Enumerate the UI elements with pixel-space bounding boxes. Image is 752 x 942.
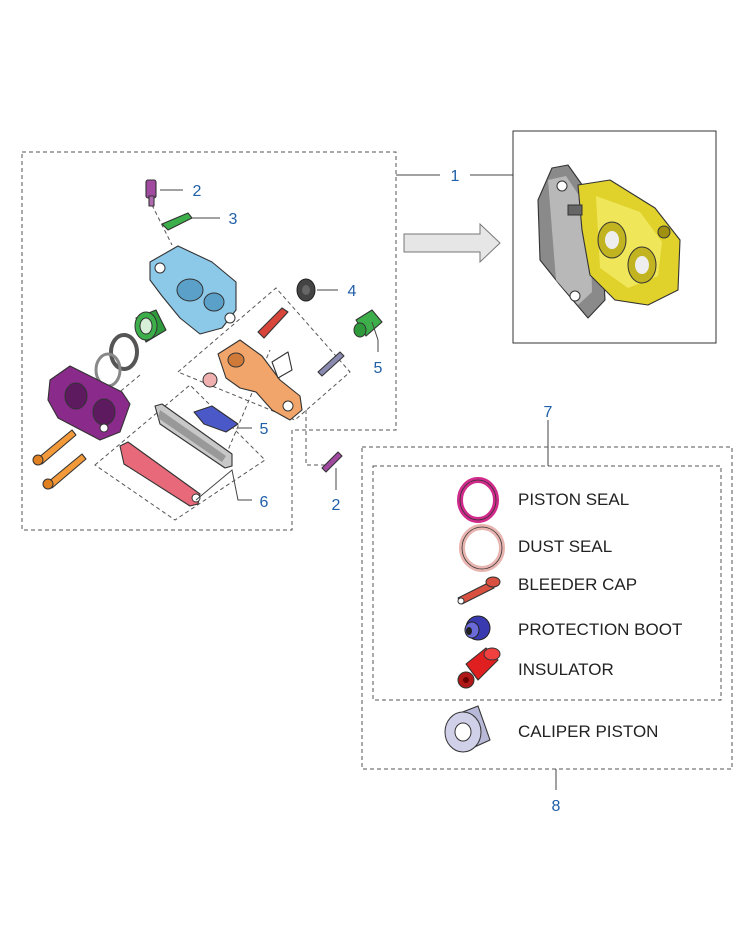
dust-seal-ring (109, 333, 139, 371)
brake-pad-inner (119, 441, 201, 507)
assembled-caliper-image (537, 164, 681, 319)
legend-piston-seal: PISTON SEAL (518, 490, 629, 509)
brake-pad-outer (154, 403, 233, 469)
bleeder-cap-part (161, 212, 193, 231)
arrow-icon (403, 222, 501, 264)
legend-caliper-piston: CALIPER PISTON (518, 722, 658, 741)
callout-8: 8 (552, 798, 561, 815)
callout-2b: 2 (332, 497, 341, 514)
bleeder-cap-icon (457, 576, 501, 605)
bracket-group-outline (177, 287, 351, 421)
seal-kit-outline (372, 465, 722, 701)
washer-part (202, 372, 218, 388)
insulator-icon (457, 647, 501, 689)
legend-bleeder-cap: BLEEDER CAP (518, 575, 637, 594)
outer-caliper-half (47, 365, 131, 441)
clip-part (271, 351, 293, 379)
guide-lines (109, 204, 330, 466)
insulator-part-green (353, 309, 383, 338)
callout-7: 7 (544, 404, 553, 421)
callout-2a: 2 (193, 183, 202, 200)
boot-part (296, 278, 316, 302)
bleeder-screw-lower (321, 451, 343, 473)
pin-bolts (32, 429, 87, 490)
slide-pin-part (257, 307, 289, 339)
pad-spring-part (193, 405, 239, 433)
callout-5b: 5 (260, 421, 269, 438)
protection-boot-icon (464, 615, 491, 641)
callout-1: 1 (451, 168, 460, 185)
main-assembly-outline (21, 151, 397, 531)
leader-5a (371, 321, 379, 352)
inner-caliper-body (149, 245, 237, 335)
callout-4: 4 (348, 283, 357, 300)
legend-dust-seal: DUST SEAL (518, 537, 612, 556)
caliper-bracket (217, 339, 303, 421)
legend-insulator: INSULATOR (518, 660, 614, 679)
legend-protection-boot: PROTECTION BOOT (518, 620, 682, 639)
piston-part (134, 309, 167, 343)
leader-6 (195, 469, 252, 501)
caliper-piston-icon (444, 705, 491, 753)
repair-kit-outline (361, 446, 733, 770)
bleeder-screw-part (145, 179, 157, 207)
callout-6: 6 (260, 494, 269, 511)
callout-5a: 5 (374, 360, 383, 377)
callout-3: 3 (229, 211, 238, 228)
retaining-pin-part (317, 351, 345, 377)
